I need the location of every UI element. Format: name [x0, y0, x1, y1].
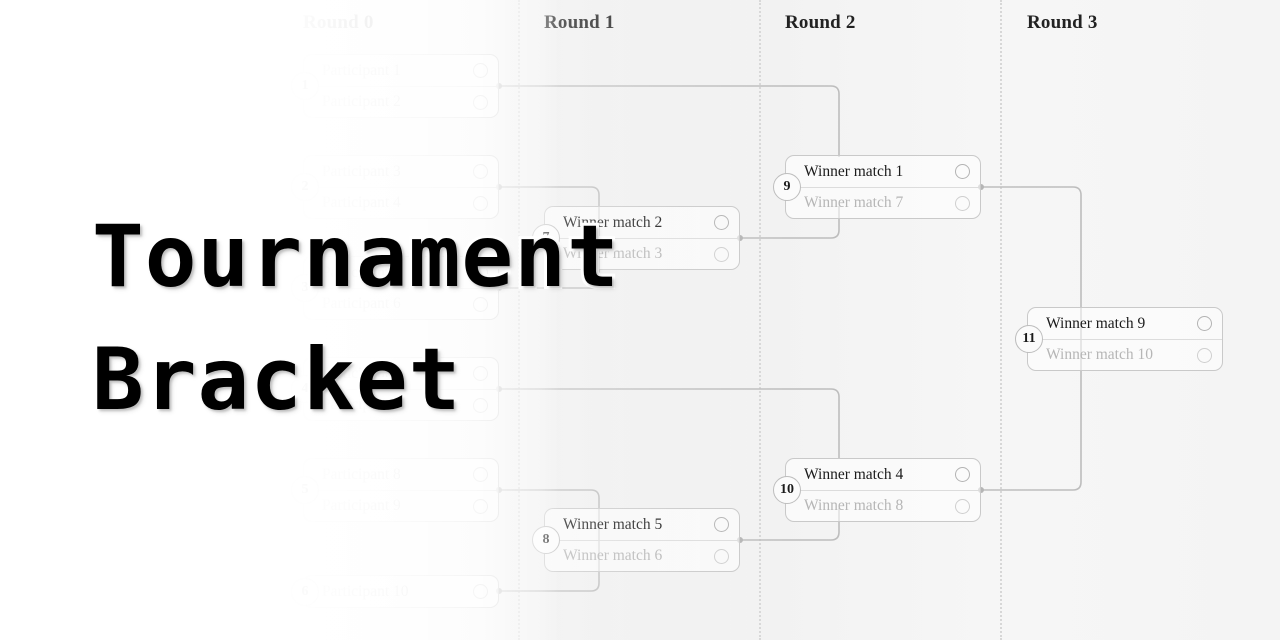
- winner-radio-icon[interactable]: [473, 397, 488, 413]
- winner-radio-icon[interactable]: [714, 548, 729, 564]
- match-slot[interactable]: Participant 7: [304, 389, 498, 420]
- participant-name: Winner match 6: [563, 547, 663, 564]
- match-slot[interactable]: Winner match 2: [545, 207, 739, 238]
- participant-name: Winner match 8: [804, 497, 904, 514]
- participant-name: Participant 1: [322, 61, 401, 79]
- match-number-badge: 3: [291, 274, 319, 302]
- round-title-2: Round 2: [785, 12, 856, 33]
- participant-name: Winner match 10: [1046, 346, 1153, 363]
- participant-name: Participant 5: [322, 263, 401, 281]
- match-slot[interactable]: Winner match 4: [786, 459, 980, 490]
- winner-radio-icon[interactable]: [473, 195, 488, 211]
- match-slot[interactable]: Winner match 9: [1028, 308, 1222, 339]
- participant-name: Participant 3: [322, 162, 401, 180]
- winner-radio-icon[interactable]: [473, 265, 488, 280]
- match-slot[interactable]: Winner match 6: [545, 540, 739, 571]
- participant-name: Participant 10: [322, 582, 409, 600]
- participant-name: Winner match 2: [563, 213, 663, 231]
- winner-radio-icon[interactable]: [1197, 347, 1212, 363]
- winner-radio-icon[interactable]: [473, 366, 488, 381]
- match-slot[interactable]: Participant 2: [304, 86, 498, 117]
- winner-radio-icon[interactable]: [714, 215, 729, 230]
- match-number-badge: 11: [1015, 325, 1043, 353]
- winner-radio-icon[interactable]: [473, 584, 488, 599]
- match-slot[interactable]: Winner match 8: [786, 490, 980, 521]
- round-title-0: Round 0: [303, 12, 374, 33]
- match-number-badge: 1: [291, 72, 319, 100]
- participant-name: Participant 8: [322, 465, 401, 483]
- participant-name: Winner match 1: [804, 162, 904, 180]
- match-slot[interactable]: Participant 4: [304, 187, 498, 218]
- winner-radio-icon[interactable]: [955, 467, 970, 482]
- match-slot[interactable]: Winner match 5: [545, 509, 739, 540]
- winner-radio-icon[interactable]: [955, 498, 970, 514]
- winner-radio-icon[interactable]: [714, 517, 729, 532]
- participant-name: Winner match 4: [804, 465, 904, 483]
- match-number-badge: 7: [532, 224, 560, 252]
- match-slot[interactable]: Participant 6: [304, 358, 498, 389]
- winner-radio-icon[interactable]: [473, 467, 488, 482]
- participant-name: Winner match 9: [1046, 314, 1146, 332]
- round-title-3: Round 3: [1027, 12, 1098, 33]
- winner-radio-icon[interactable]: [955, 164, 970, 179]
- participant-name: Winner match 5: [563, 515, 663, 533]
- participant-name: Participant 7: [322, 396, 401, 413]
- winner-radio-icon[interactable]: [473, 164, 488, 179]
- match-slot[interactable]: Participant 10: [304, 576, 498, 607]
- match-slot[interactable]: Winner match 1: [786, 156, 980, 187]
- match-number-badge: 9: [773, 173, 801, 201]
- participant-name: Winner match 3: [563, 245, 663, 262]
- winner-radio-icon[interactable]: [714, 246, 729, 262]
- match-slot[interactable]: Winner match 10: [1028, 339, 1222, 370]
- match-slot[interactable]: Participant 3: [304, 156, 498, 187]
- match-slot[interactable]: Participant 9: [304, 490, 498, 521]
- match-number-badge: 8: [532, 526, 560, 554]
- participant-name: Participant 4: [322, 194, 401, 211]
- match-slot[interactable]: Participant 1: [304, 55, 498, 86]
- round-title-1: Round 1: [544, 12, 615, 33]
- participant-name: Participant 6: [322, 364, 401, 382]
- winner-radio-icon[interactable]: [955, 195, 970, 211]
- participant-name: Participant 6: [322, 295, 401, 312]
- match-number-badge: 6: [291, 577, 319, 606]
- match-slot[interactable]: Participant 8: [304, 459, 498, 490]
- match-number-badge: 5: [291, 476, 319, 504]
- match-slot[interactable]: Winner match 7: [786, 187, 980, 218]
- match-number-badge: 4: [291, 375, 319, 403]
- match-slot[interactable]: Participant 6: [304, 288, 498, 319]
- winner-radio-icon[interactable]: [473, 296, 488, 312]
- participant-name: Winner match 7: [804, 194, 904, 211]
- winner-radio-icon[interactable]: [473, 63, 488, 78]
- match-number-badge: 10: [773, 476, 801, 504]
- winner-radio-icon[interactable]: [1197, 316, 1212, 331]
- participant-name: Participant 9: [322, 497, 401, 514]
- winner-radio-icon[interactable]: [473, 94, 488, 110]
- match-number-badge: 2: [291, 173, 319, 201]
- participant-name: Participant 2: [322, 93, 401, 110]
- match-slot[interactable]: Participant 5: [304, 257, 498, 288]
- winner-radio-icon[interactable]: [473, 498, 488, 514]
- match-slot[interactable]: Winner match 3: [545, 238, 739, 269]
